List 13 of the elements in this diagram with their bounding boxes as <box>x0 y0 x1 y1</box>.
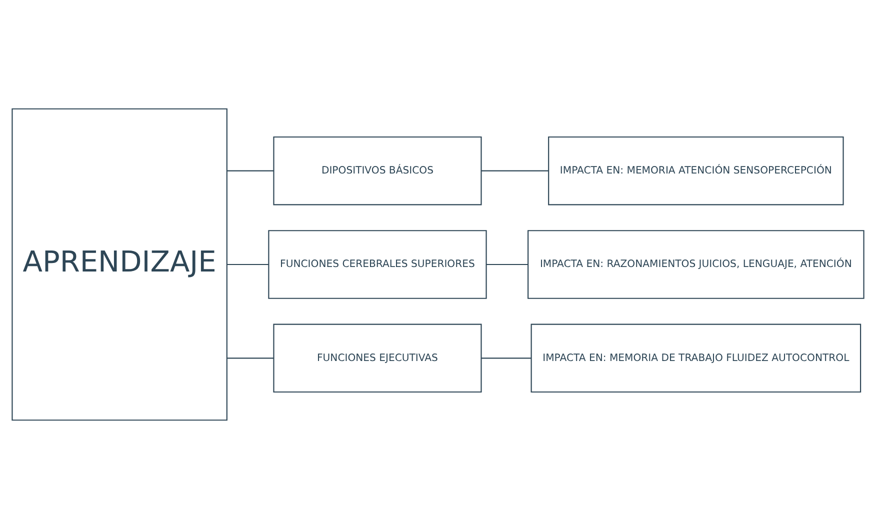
node-box: IMPACTA EN: RAZONAMIENTOS JUICIOS, LENGUAJE, ATENCIÓN <box>528 230 864 299</box>
node-box: FUNCIONES EJECUTIVAS <box>273 324 482 393</box>
node-box: APRENDIZAJE <box>12 108 228 421</box>
connector <box>481 170 549 172</box>
node-box: IMPACTA EN: MEMORIA DE TRABAJO FLUIDEZ AUTOCONTROL <box>530 324 862 393</box>
connector <box>227 264 269 266</box>
connector <box>227 358 274 359</box>
node-box: DIPOSITIVOS BÁSICOS <box>273 136 482 206</box>
node-box: IMPACTA EN: MEMORIA ATENCIÓN SENSOPERCEPCIÓN <box>548 136 844 206</box>
node-box: FUNCIONES CEREBRALES SUPERIORES <box>268 230 487 299</box>
connector <box>481 358 531 359</box>
connector <box>227 170 274 172</box>
connector <box>486 264 528 266</box>
